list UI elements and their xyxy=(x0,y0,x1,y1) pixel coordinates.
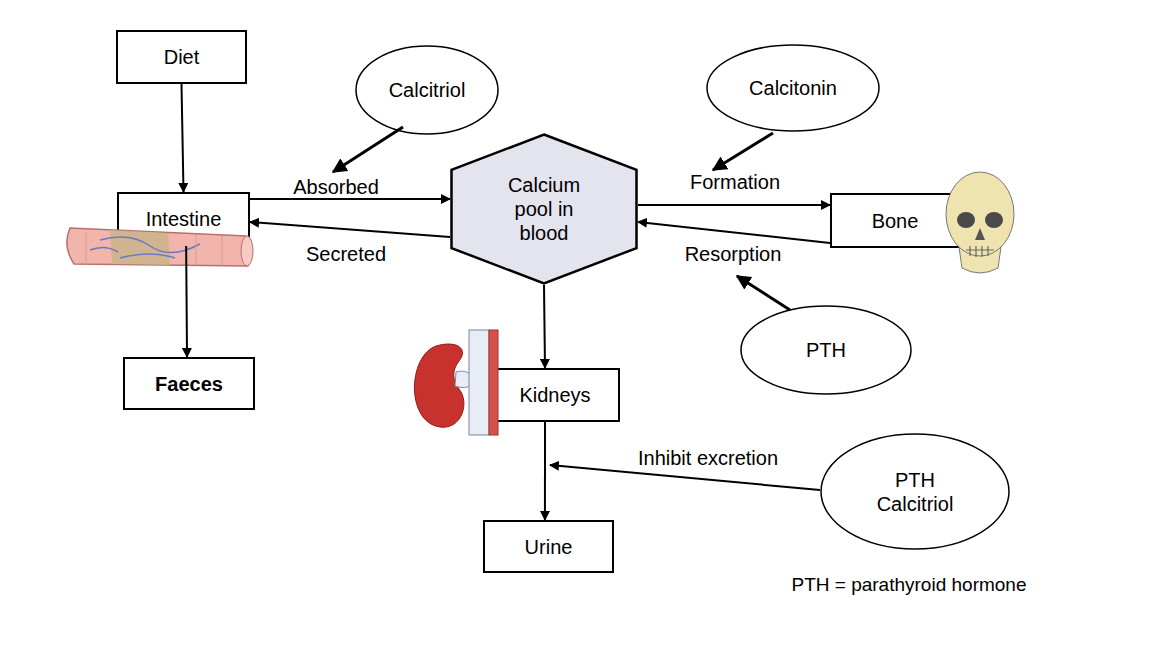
node-text: Diet xyxy=(164,45,200,69)
node-text: Faeces xyxy=(155,372,223,396)
organ-box: Bone xyxy=(830,193,960,248)
leader-arrow xyxy=(333,127,403,172)
edge-label: Resorption xyxy=(685,243,782,266)
vein-illustration xyxy=(469,330,489,435)
flow-arrow xyxy=(544,422,546,520)
flow-arrow xyxy=(182,84,184,192)
flow-arrow xyxy=(250,198,450,200)
flow-arrow xyxy=(638,204,830,206)
intestine-vessels xyxy=(90,237,200,258)
skull-teeth xyxy=(966,246,994,257)
node-text: PTH xyxy=(806,338,846,362)
regulation-arrows xyxy=(333,127,820,490)
ellipse-shape xyxy=(356,46,498,134)
ellipse-shape xyxy=(707,45,879,131)
flow-arrow xyxy=(543,285,546,368)
abbreviation-note: PTH = parathyroid hormone xyxy=(792,574,1027,596)
intestine-rings xyxy=(86,232,222,265)
node-text: Urine xyxy=(525,535,573,559)
hormone-ellipse: Calcitonin xyxy=(706,44,880,132)
flow-arrow xyxy=(185,246,188,357)
node-text: Bone xyxy=(872,209,919,233)
hormone-ellipse: PTH Calcitriol xyxy=(820,433,1010,550)
leader-arrow xyxy=(713,133,773,170)
ellipse-shape xyxy=(821,434,1009,549)
inhibition-label: Inhibit excretion xyxy=(638,447,778,470)
skull-eye xyxy=(985,212,1003,228)
pool-hexagon: Calcium pool in blood xyxy=(450,133,638,285)
artery-illustration xyxy=(489,330,498,435)
edge-label: Secreted xyxy=(306,243,386,266)
organ-box: Kidneys xyxy=(490,368,620,422)
intestine-band xyxy=(110,230,170,265)
output-box: Urine xyxy=(483,520,614,573)
ellipse-shape xyxy=(741,306,911,394)
node-text: PTH Calcitriol xyxy=(865,468,965,516)
hexagon-shape xyxy=(452,135,637,284)
flow-arrow xyxy=(638,222,830,243)
node-text: Kidneys xyxy=(519,383,590,407)
skull-nose xyxy=(975,228,985,240)
source-box: Diet xyxy=(116,30,247,84)
node-text: Intestine xyxy=(146,207,222,231)
leader-arrow xyxy=(737,276,790,310)
hormone-ellipse: PTH xyxy=(740,305,912,395)
kidney-hilum xyxy=(455,371,470,387)
hormone-ellipse: Calcitriol xyxy=(355,45,499,135)
leader-arrow xyxy=(550,465,820,490)
edge-label: Formation xyxy=(690,171,780,194)
node-text: Calcitonin xyxy=(749,76,837,100)
node-text: Calcitriol xyxy=(389,78,466,102)
ellipse-outline xyxy=(820,433,1010,550)
edge-label: Absorbed xyxy=(293,176,379,199)
node-text: Calcium pool in blood xyxy=(494,173,594,245)
output-box: Faeces xyxy=(123,357,255,410)
skull-eye xyxy=(957,212,975,228)
kidney-illustration xyxy=(414,330,498,435)
skull-illustration xyxy=(946,172,1014,273)
intestine-end xyxy=(241,236,253,266)
skull-cranium xyxy=(946,172,1014,256)
flow-arrow xyxy=(250,222,450,237)
